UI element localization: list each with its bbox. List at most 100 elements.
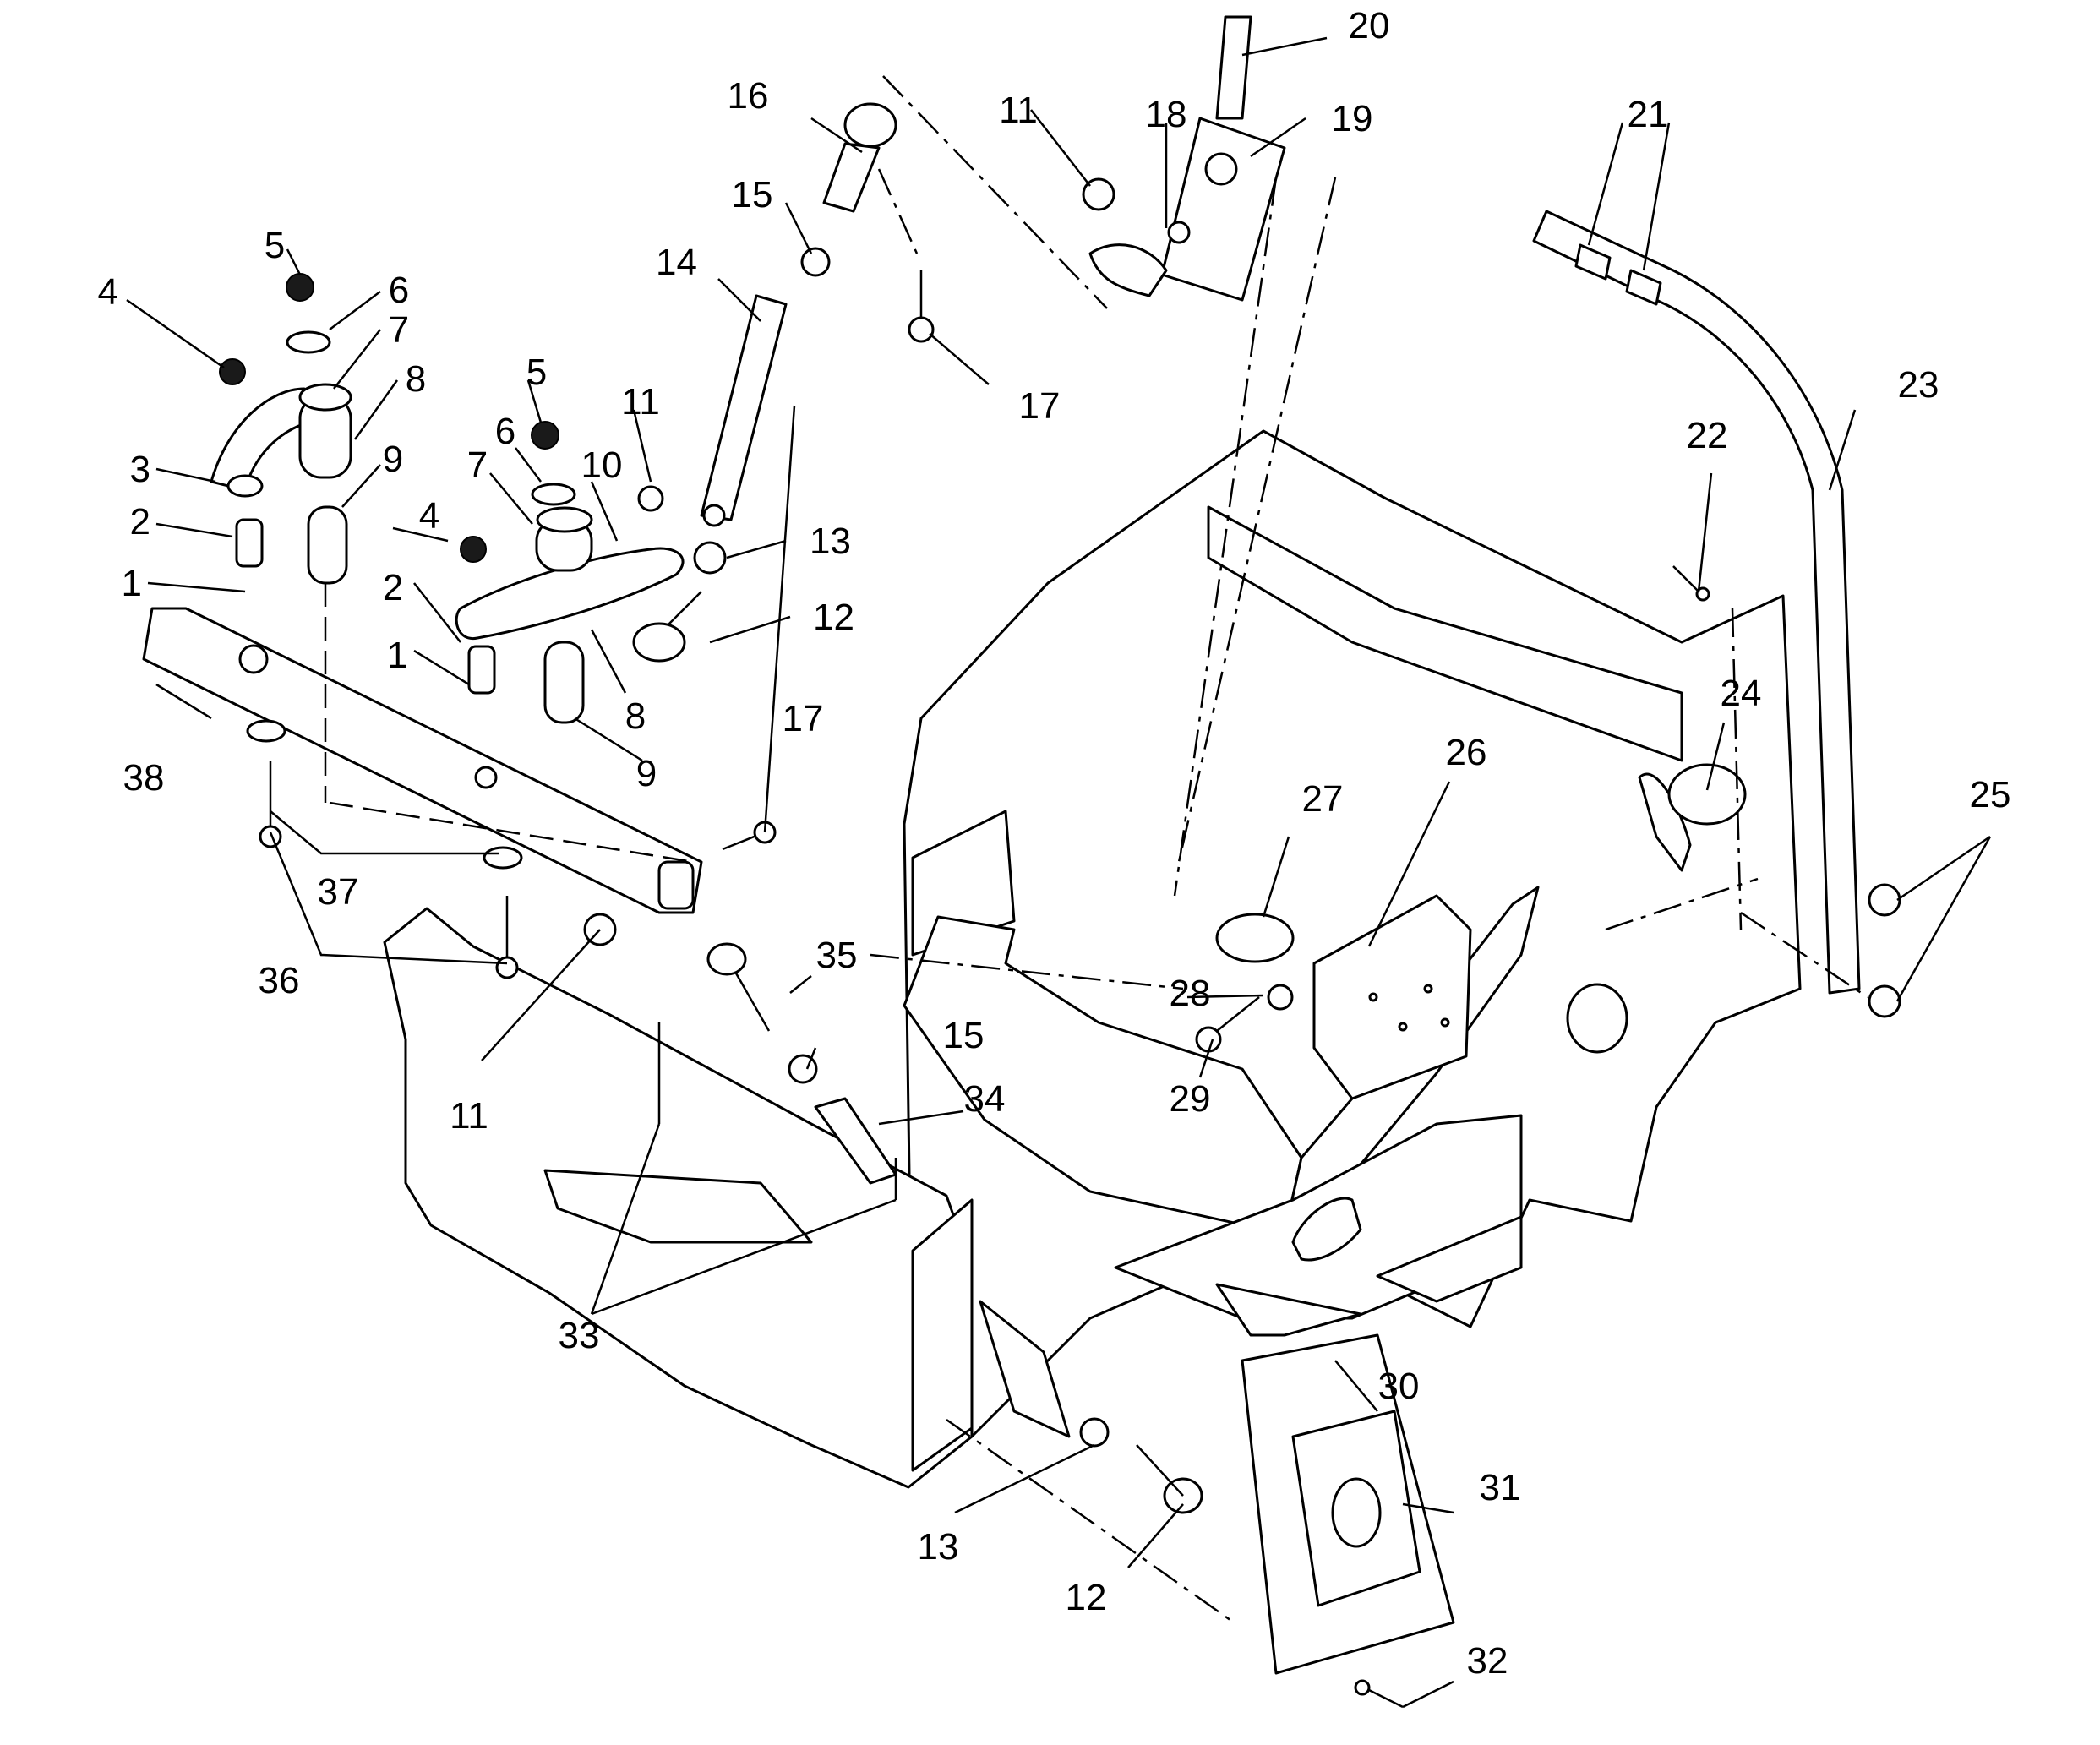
callout-7-center: 7	[467, 444, 488, 486]
callout-29: 29	[1170, 1078, 1211, 1120]
washer-6-center	[531, 483, 576, 506]
tie-rod-14	[700, 294, 788, 527]
callout-11-top: 11	[999, 90, 1038, 131]
callout-14: 14	[656, 242, 697, 283]
left-floor-tunnel	[383, 907, 1071, 1489]
callout-19: 19	[1332, 98, 1373, 139]
fastener-22	[1672, 565, 1710, 602]
callout-32: 32	[1467, 1640, 1508, 1682]
callout-33: 33	[559, 1315, 600, 1356]
callout-9-center: 9	[636, 753, 657, 794]
bushing-2-left	[235, 518, 264, 568]
callout-4-center: 4	[419, 495, 439, 537]
nut-11-top	[1082, 177, 1115, 211]
callout-8-center: 8	[625, 695, 646, 737]
spacer-9-left	[307, 505, 348, 585]
callout-5-center: 5	[526, 352, 547, 393]
callout-13-top: 13	[810, 521, 851, 562]
nut-5-left	[286, 273, 314, 302]
callout-4-left: 4	[98, 271, 118, 313]
callout-38: 38	[123, 757, 165, 799]
callout-1-center: 1	[387, 635, 407, 676]
leader-lines	[126, 36, 1992, 1709]
callout-10: 10	[581, 444, 623, 486]
callout-31: 31	[1480, 1467, 1521, 1508]
left-steering-arm	[210, 383, 352, 498]
callouts: 1 1 2 2 3 4 4 5 5 6 6 7 7 8 8 9 9 10 11 …	[98, 5, 2011, 1682]
bushing-2-center	[467, 645, 496, 695]
callout-37: 37	[318, 871, 359, 913]
callout-35: 35	[816, 935, 858, 976]
center-steering-arm	[455, 506, 685, 640]
callout-15-lower: 15	[943, 1015, 985, 1056]
washer-37-bottom	[483, 846, 523, 870]
boot-31	[1291, 1410, 1421, 1607]
callout-26: 26	[1446, 732, 1487, 773]
rod-end-35	[706, 942, 771, 1032]
callout-27: 27	[1302, 778, 1344, 820]
nut-25-bottom	[1868, 984, 1901, 1018]
callout-11-lower: 11	[450, 1095, 488, 1137]
bolt-17-lower	[722, 821, 777, 851]
nut-15-lower	[788, 1054, 818, 1084]
nut-4-left	[219, 358, 246, 385]
callout-25: 25	[1970, 774, 2011, 815]
callout-9-left: 9	[383, 439, 403, 480]
callout-17-top: 17	[1019, 385, 1061, 427]
nut-4-center	[460, 536, 487, 563]
rod-end-12-bottom	[1136, 1444, 1203, 1514]
callout-23: 23	[1898, 364, 1939, 406]
callout-13-bottom: 13	[918, 1526, 959, 1568]
nut-13-top	[693, 541, 727, 575]
cross-bar	[142, 607, 703, 914]
callout-2-left: 2	[130, 501, 150, 543]
callout-5-left: 5	[265, 225, 285, 266]
steering-post	[1088, 15, 1286, 302]
callout-6-left: 6	[389, 270, 409, 311]
callout-20: 20	[1349, 5, 1390, 46]
callout-17-lower: 17	[783, 698, 824, 739]
steering-tube	[1532, 210, 1861, 995]
callout-3: 3	[130, 449, 150, 490]
nut-15-top	[800, 247, 831, 277]
callout-12-bottom: 12	[1066, 1577, 1107, 1618]
washer-37-top	[246, 719, 286, 743]
callout-1-left: 1	[122, 563, 142, 604]
mount-24	[1667, 763, 1747, 826]
callout-22: 22	[1687, 415, 1728, 456]
callout-24: 24	[1721, 673, 1762, 714]
callout-21: 21	[1628, 94, 1669, 135]
fastener-32	[1354, 1679, 1404, 1709]
callout-15-top: 15	[732, 174, 773, 215]
callout-18: 18	[1146, 94, 1187, 135]
callout-6-center: 6	[495, 411, 515, 452]
grommet-27	[1215, 913, 1295, 963]
bolt-36-left	[259, 761, 282, 848]
spacer-9-center	[543, 641, 585, 724]
callout-11-center: 11	[621, 381, 660, 423]
footwell-panel	[903, 915, 1303, 1235]
washer-6-left	[286, 330, 331, 354]
nut-25-top	[1868, 883, 1901, 917]
callout-16: 16	[728, 75, 769, 117]
rod-end-16	[822, 102, 897, 213]
callout-34: 34	[964, 1078, 1006, 1120]
rod-end-12-top	[632, 591, 702, 663]
nut-5-center	[531, 421, 559, 450]
nut-28	[1267, 984, 1294, 1011]
callout-7-left: 7	[389, 309, 409, 351]
frame-hole	[1566, 983, 1628, 1054]
assembly-lines	[324, 75, 1868, 1624]
bolt-17-top	[908, 270, 935, 343]
callout-2-center: 2	[383, 567, 403, 608]
nut-13-lower	[1079, 1417, 1110, 1448]
callout-36: 36	[259, 960, 300, 1001]
callout-8-left: 8	[406, 358, 426, 400]
bolt-29	[1195, 996, 1260, 1053]
steering-support-bracket	[1312, 894, 1472, 1100]
callout-28: 28	[1170, 973, 1211, 1014]
bolt-36-right	[495, 896, 519, 979]
callout-30: 30	[1378, 1366, 1420, 1407]
nut-11-center	[637, 485, 664, 512]
